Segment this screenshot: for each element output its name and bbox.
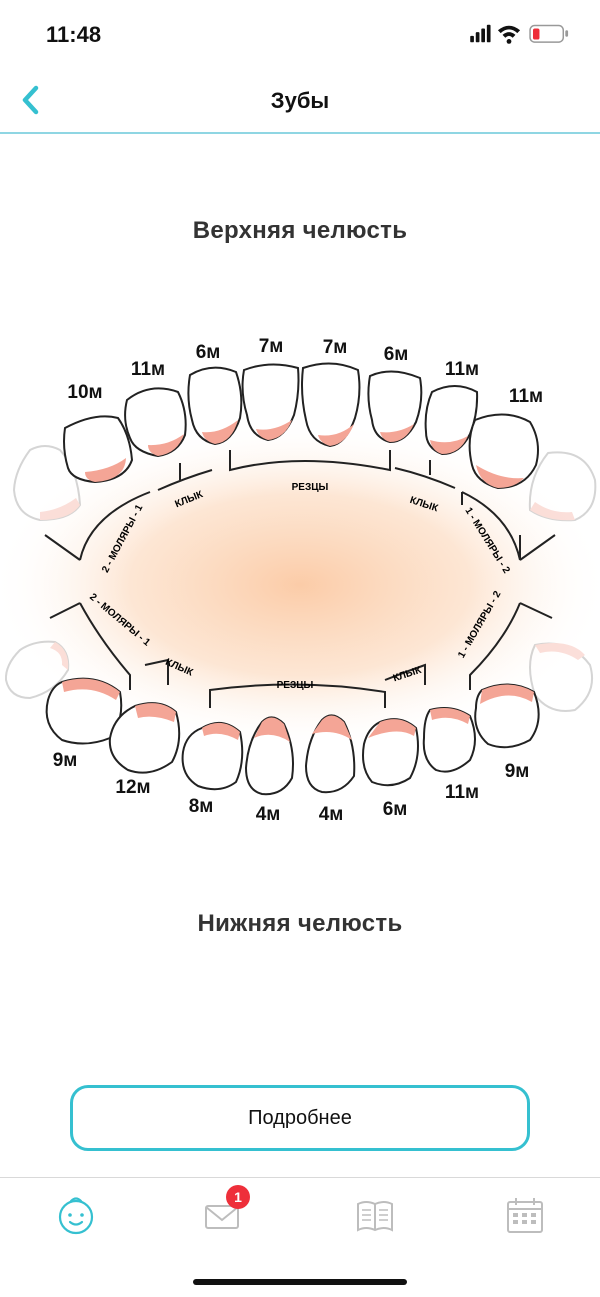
upper-faded-molar-left: [12, 445, 82, 522]
page-title: Зубы: [270, 88, 330, 113]
status-icons: [470, 24, 569, 44]
book-icon[interactable]: [350, 1190, 400, 1240]
calendar-icon[interactable]: [500, 1190, 550, 1240]
lower-tooth-incisor-1-right: [304, 714, 356, 794]
mouth-glow: [0, 420, 600, 750]
more-details-button[interactable]: Подробнее: [70, 1085, 530, 1151]
upper-tooth-molar-1-left: [124, 387, 187, 458]
upper-faded-molar-right: [528, 451, 597, 522]
lower-age-5: 4м: [319, 804, 344, 825]
upper-jaw-title: Верхняя челюсть: [192, 217, 408, 244]
upper-age-3: 6м: [196, 342, 221, 363]
status-time: 11:48: [46, 22, 102, 47]
upper-label-incisors: РЕЗЦЫ: [292, 482, 329, 493]
status-bar: 11:48: [0, 0, 600, 70]
upper-tooth-molar-2-left: [63, 415, 134, 484]
lower-tooth-molar-1-right: [474, 683, 540, 749]
upper-brackets: [44, 450, 556, 561]
mail-badge: 1: [226, 1185, 250, 1209]
lower-label-incisors: РЕЗЦЫ: [277, 680, 314, 691]
lower-age-1: 9м: [53, 750, 78, 771]
lower-age-7: 11м: [445, 782, 479, 803]
upper-tooth-incisor-2-right: [367, 370, 423, 444]
mail-icon[interactable]: [198, 1190, 248, 1240]
lower-age-8: 9м: [505, 761, 530, 782]
upper-age-6: 6м: [384, 344, 409, 365]
upper-age-5: 7м: [323, 337, 348, 358]
teeth-diagram: РЕЗЦЫ КЛЫК КЛЫК 2 - МОЛЯРЫ - 1 1 - МОЛЯР…: [0, 336, 600, 825]
upper-age-8: 11м: [509, 386, 543, 407]
lower-tooth-molar-1-left: [108, 702, 181, 774]
upper-tooth-canine-left: [187, 366, 243, 446]
lower-age-2: 12м: [115, 777, 150, 798]
baby-face-icon[interactable]: [51, 1190, 101, 1240]
lower-age-3: 8м: [189, 796, 214, 817]
upper-age-4: 7м: [259, 336, 284, 357]
upper-age-7: 11м: [445, 359, 479, 380]
lower-age-4: 4м: [256, 804, 281, 825]
upper-tooth-incisor-2-left: [241, 363, 300, 442]
upper-tooth-incisor-1-right: [301, 362, 361, 448]
upper-tooth-molar-1-right: [468, 413, 539, 490]
home-indicator: [193, 1279, 407, 1285]
lower-faded-molar-right: [529, 642, 594, 712]
battery-icon: [529, 24, 569, 43]
upper-age-1: 10м: [67, 382, 102, 403]
lower-tooth-canine-left: [181, 721, 244, 791]
lower-brackets: [49, 602, 553, 708]
lower-age-6: 6м: [383, 799, 408, 820]
nav-bar: Зубы: [0, 70, 600, 134]
tab-bar: [0, 1177, 600, 1248]
lower-tooth-incisor-2-left: [244, 716, 294, 796]
wifi-icon: [497, 25, 521, 44]
upper-age-2: 11м: [131, 359, 165, 380]
lower-faded-molar-left: [4, 640, 70, 700]
lower-jaw-title: Нижняя челюсть: [197, 910, 403, 937]
signal-icon: [470, 24, 491, 43]
lower-tooth-molar-2-left: [45, 677, 123, 745]
lower-tooth-incisor-2-right: [362, 718, 419, 787]
upper-tooth-canine-right: [424, 385, 479, 456]
back-chevron-icon[interactable]: [14, 80, 54, 120]
lower-tooth-canine-right: [422, 707, 476, 773]
